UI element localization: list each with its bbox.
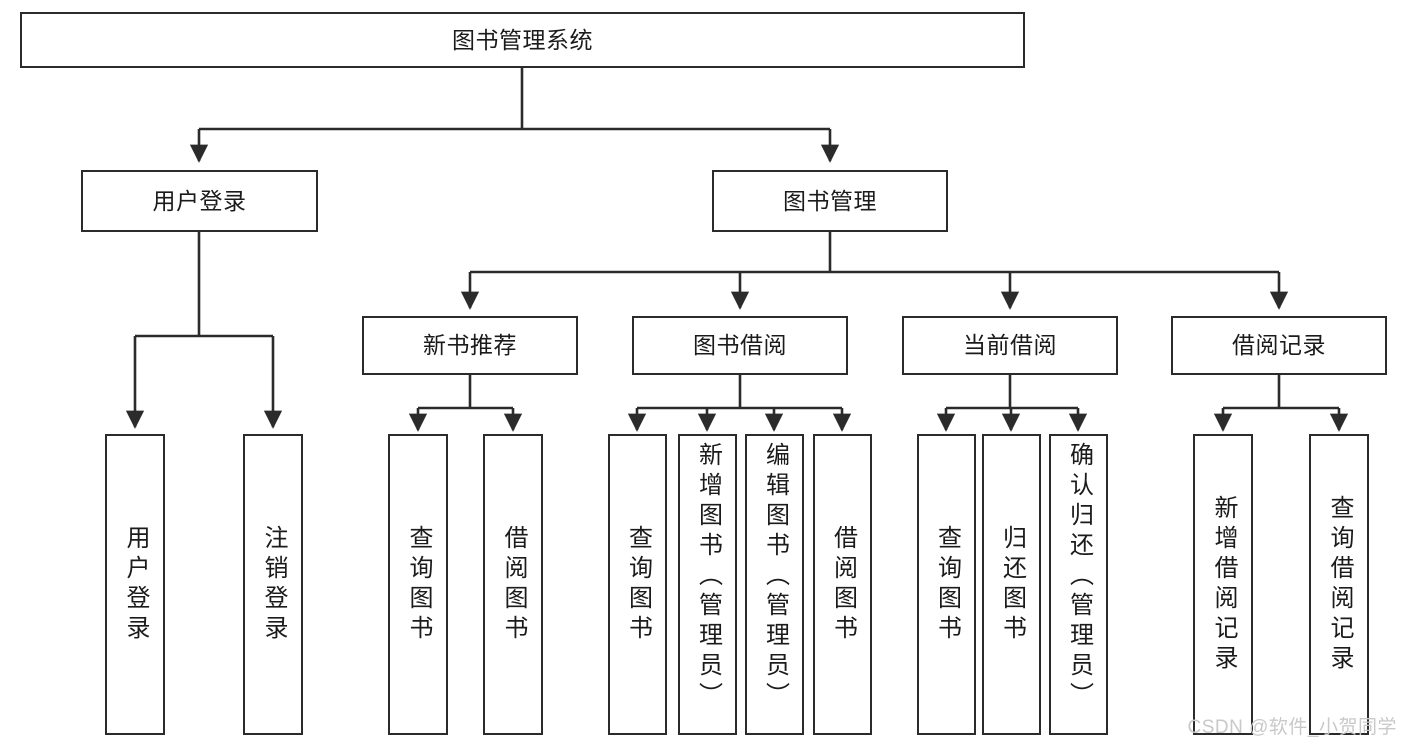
node-new-book-rec-label: 新书推荐 [423, 332, 517, 359]
node-leaf-query-book-3-label: 查询图书 [933, 524, 961, 645]
node-leaf-query-book-1[interactable]: 查询图书 [388, 434, 448, 735]
node-book-manage[interactable]: 图书管理 [712, 170, 948, 232]
node-user-login[interactable]: 用户登录 [81, 170, 318, 232]
node-leaf-query-book-2[interactable]: 查询图书 [608, 434, 667, 735]
node-new-book-rec[interactable]: 新书推荐 [362, 316, 578, 375]
node-leaf-add-book[interactable]: 新增图书（管理员） [678, 434, 737, 735]
node-leaf-edit-book[interactable]: 编辑图书（管理员） [745, 434, 804, 735]
node-user-login-label: 用户登录 [152, 187, 247, 214]
node-leaf-return-book[interactable]: 归还图书 [982, 434, 1041, 735]
node-leaf-add-record-label: 新增借阅记录 [1210, 494, 1237, 675]
node-leaf-query-book-1-label: 查询图书 [405, 524, 432, 645]
node-current-borrow[interactable]: 当前借阅 [902, 316, 1118, 375]
node-leaf-confirm-return[interactable]: 确认归还（管理员） [1049, 434, 1108, 735]
node-leaf-user-login[interactable]: 用户登录 [105, 434, 165, 735]
node-leaf-user-logout-label: 注销登录 [260, 524, 287, 645]
node-root-label: 图书管理系统 [452, 26, 593, 53]
node-book-manage-label: 图书管理 [783, 187, 877, 214]
node-leaf-query-book-2-label: 查询图书 [624, 524, 652, 645]
node-leaf-return-book-label: 归还图书 [998, 524, 1026, 645]
node-book-borrow[interactable]: 图书借阅 [632, 316, 848, 375]
node-leaf-user-logout[interactable]: 注销登录 [243, 434, 303, 735]
node-leaf-query-record-label: 查询借阅记录 [1326, 494, 1353, 675]
node-leaf-add-book-label: 新增图书（管理员） [694, 442, 722, 712]
node-leaf-user-login-label: 用户登录 [122, 524, 149, 645]
node-leaf-query-record[interactable]: 查询借阅记录 [1309, 434, 1369, 735]
node-current-borrow-label: 当前借阅 [963, 332, 1057, 359]
node-leaf-query-book-3[interactable]: 查询图书 [917, 434, 976, 735]
node-root[interactable]: 图书管理系统 [20, 12, 1025, 68]
node-leaf-confirm-return-label: 确认归还（管理员） [1065, 442, 1093, 712]
node-book-borrow-label: 图书借阅 [693, 332, 787, 359]
node-borrow-record[interactable]: 借阅记录 [1171, 316, 1387, 375]
node-leaf-borrow-book-1-label: 借阅图书 [500, 524, 527, 645]
node-leaf-borrow-book-1[interactable]: 借阅图书 [483, 434, 543, 735]
node-borrow-record-label: 借阅记录 [1232, 332, 1326, 359]
node-leaf-add-record[interactable]: 新增借阅记录 [1193, 434, 1253, 735]
node-leaf-borrow-book-2-label: 借阅图书 [829, 524, 857, 645]
watermark-text: CSDN @软件_小贺同学 [1187, 717, 1397, 738]
node-leaf-edit-book-label: 编辑图书（管理员） [761, 442, 789, 712]
node-leaf-borrow-book-2[interactable]: 借阅图书 [813, 434, 872, 735]
